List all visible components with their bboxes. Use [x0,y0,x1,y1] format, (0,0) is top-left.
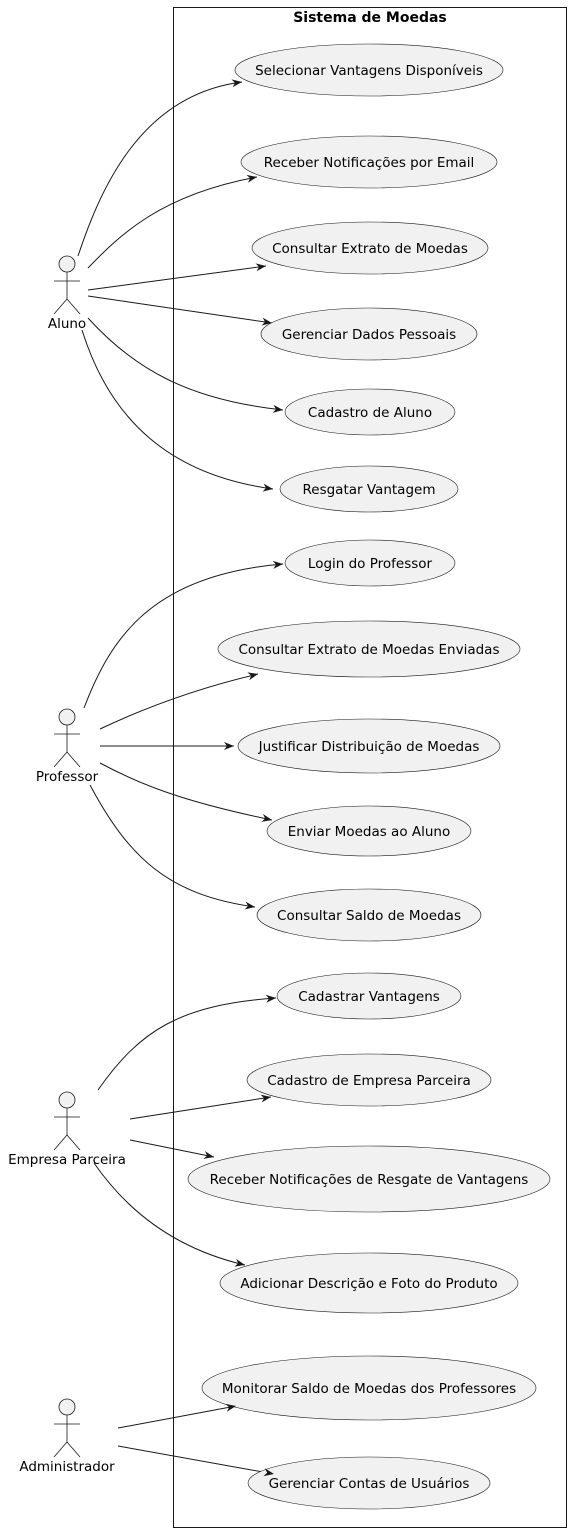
use-case-receber-notificacoes-email[interactable]: Receber Notificações por Email [240,135,498,189]
arrowhead [247,672,258,681]
arrowhead [224,742,234,750]
use-case-label: Consultar Extrato de Moedas [272,241,468,257]
association-admin-monitorar-saldo [117,1405,237,1429]
association-aluno-cadastro-aluno [87,317,284,411]
arrowhead [225,1403,236,1412]
arrowhead [272,560,283,569]
use-case-cadastro-aluno[interactable]: Cadastro de Aluno [284,388,456,436]
association-empresa-notificacoes-resgate [129,1139,215,1158]
use-case-label: Consultar Extrato de Moedas Enviadas [239,642,500,658]
use-case-label: Login do Professor [308,556,433,572]
actor-label: Professor [36,769,99,785]
use-case-gerenciar-dados[interactable]: Gerenciar Dados Pessoais [260,307,478,361]
arrowhead [272,404,283,413]
association-empresa-adicionar-descricao [93,1162,246,1266]
actor-professor[interactable]: Professor [36,708,99,785]
use-case-gerenciar-contas[interactable]: Gerenciar Contas de Usuários [247,1456,491,1510]
use-case-consultar-extrato[interactable]: Consultar Extrato de Moedas [251,221,489,275]
arrowhead [246,174,257,183]
association-aluno-selecionar-vantagens [77,81,243,257]
arrowhead [260,1094,271,1103]
actor-icon [58,1398,76,1416]
association-empresa-cadastrar-vantagens [97,997,277,1091]
use-case-label: Cadastro de Empresa Parceira [267,1073,471,1089]
association-professor-consultar-saldo [89,784,256,908]
system-title: Sistema de Moedas [293,10,447,26]
arrowhead [261,317,272,326]
association-aluno-consultar-extrato [87,265,267,291]
use-case-label: Receber Notificações de Resgate de Vanta… [210,1172,529,1188]
arrowhead [244,901,255,910]
association-aluno-resgatar-vantagem [81,329,274,490]
use-case-label: Gerenciar Dados Pessoais [282,327,456,343]
use-case-label: Consultar Saldo de Moedas [277,908,461,924]
use-case-label: Receber Notificações por Email [264,155,475,171]
use-case-resgatar-vantagem[interactable]: Resgatar Vantagem [279,465,459,513]
use-case-label: Gerenciar Contas de Usuários [269,1476,470,1492]
use-case-cadastrar-vantagens[interactable]: Cadastrar Vantagens [276,972,462,1020]
use-case-label: Selecionar Vantagens Disponíveis [255,63,483,79]
association-professor-login [83,563,284,709]
actor-label: Empresa Parceira [8,1152,126,1168]
association-admin-gerenciar-contas [117,1445,275,1475]
use-case-justificar-distribuicao[interactable]: Justificar Distribuição de Moedas [237,718,501,774]
use-case-notificacoes-resgate[interactable]: Receber Notificações de Resgate de Vanta… [187,1145,551,1213]
use-case-cadastro-empresa[interactable]: Cadastro de Empresa Parceira [246,1053,492,1107]
association-professor-extrato-enviadas [99,673,259,730]
use-case-login-professor[interactable]: Login do Professor [284,539,456,587]
use-case-label: Monitorar Saldo de Moedas dos Professore… [222,1381,516,1397]
actor-icon [58,708,76,726]
use-case-label: Justificar Distribuição de Moedas [258,739,480,755]
use-case-consultar-saldo[interactable]: Consultar Saldo de Moedas [256,888,482,942]
arrowhead [234,1258,245,1267]
association-aluno-gerenciar-dados [87,295,273,324]
use-case-label: Adicionar Descrição e Foto do Produto [240,1276,497,1292]
use-case-label: Enviar Moedas ao Aluno [288,824,451,840]
associations [77,81,284,1475]
actor-aluno[interactable]: Aluno [48,255,86,332]
arrowhead [261,814,272,822]
arrowhead [265,994,276,1003]
actor-administrador[interactable]: Administrador [19,1398,115,1475]
arrowhead [231,79,242,88]
use-case-adicionar-descricao[interactable]: Adicionar Descrição e Foto do Produto [219,1252,519,1314]
arrowhead [263,1468,274,1477]
actor-icon [58,255,76,273]
actor-label: Aluno [48,316,86,332]
use-case-monitorar-saldo[interactable]: Monitorar Saldo de Moedas dos Professore… [201,1355,537,1421]
association-aluno-receber-notificacoes-email [87,176,258,269]
actor-empresa-parceira[interactable]: Empresa Parceira [8,1091,126,1168]
arrowheads [203,79,283,1477]
actor-label: Administrador [19,1459,115,1475]
arrowhead [262,483,273,492]
use-case-enviar-moedas[interactable]: Enviar Moedas ao Aluno [266,805,472,857]
system-boundary: Sistema de Moedas [173,7,567,1528]
association-empresa-cadastro-empresa [129,1096,272,1120]
use-case-selecionar-vantagens[interactable]: Selecionar Vantagens Disponíveis [234,43,504,97]
actor-icon [58,1091,76,1109]
arrowhead [203,1151,214,1159]
arrowhead [255,263,266,272]
use-case-label: Cadastro de Aluno [308,405,432,421]
use-cases: Selecionar Vantagens Disponíveis Receber… [187,43,551,1510]
use-case-extrato-enviadas[interactable]: Consultar Extrato de Moedas Enviadas [217,620,521,678]
association-professor-enviar-moedas [99,762,273,821]
use-case-label: Cadastrar Vantagens [298,989,440,1005]
use-case-label: Resgatar Vantagem [303,482,436,498]
